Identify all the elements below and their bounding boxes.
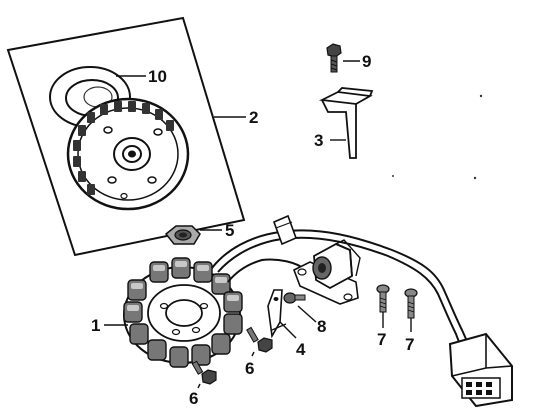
scan-dot	[473, 176, 477, 180]
wire-connector	[448, 332, 513, 408]
callout-3: 3	[314, 131, 323, 150]
scan-dot	[392, 175, 394, 177]
callout-leaders	[104, 60, 412, 389]
callout-1: 1	[91, 316, 100, 335]
callout-4: 4	[296, 340, 306, 359]
callout-8: 8	[317, 317, 326, 336]
callout-2: 2	[249, 108, 258, 127]
callout-7-b: 7	[405, 335, 414, 354]
callout-9: 9	[362, 52, 371, 71]
callout-6-left: 6	[189, 389, 198, 408]
pulser-coil	[292, 239, 361, 305]
callout-6-middle: 6	[245, 359, 254, 378]
nut	[164, 225, 201, 245]
bracket-part-3	[318, 87, 374, 159]
flywheel-rotor	[66, 97, 190, 211]
callout-10: 10	[148, 67, 167, 86]
callout-5: 5	[225, 221, 234, 240]
bolt-middle	[246, 326, 273, 353]
bracket-part-4	[267, 289, 287, 339]
wire-harness	[211, 229, 471, 351]
flywheel-inset	[6, 16, 246, 257]
scan-dot	[479, 94, 483, 98]
bolt-right-a	[376, 284, 390, 313]
stator	[123, 257, 243, 368]
bolt-top	[326, 43, 342, 73]
callout-7-a: 7	[377, 330, 386, 349]
bolt-left	[191, 360, 217, 385]
harness-clamp	[272, 214, 298, 246]
screw-small	[283, 292, 306, 304]
bolt-right-b	[404, 288, 418, 319]
